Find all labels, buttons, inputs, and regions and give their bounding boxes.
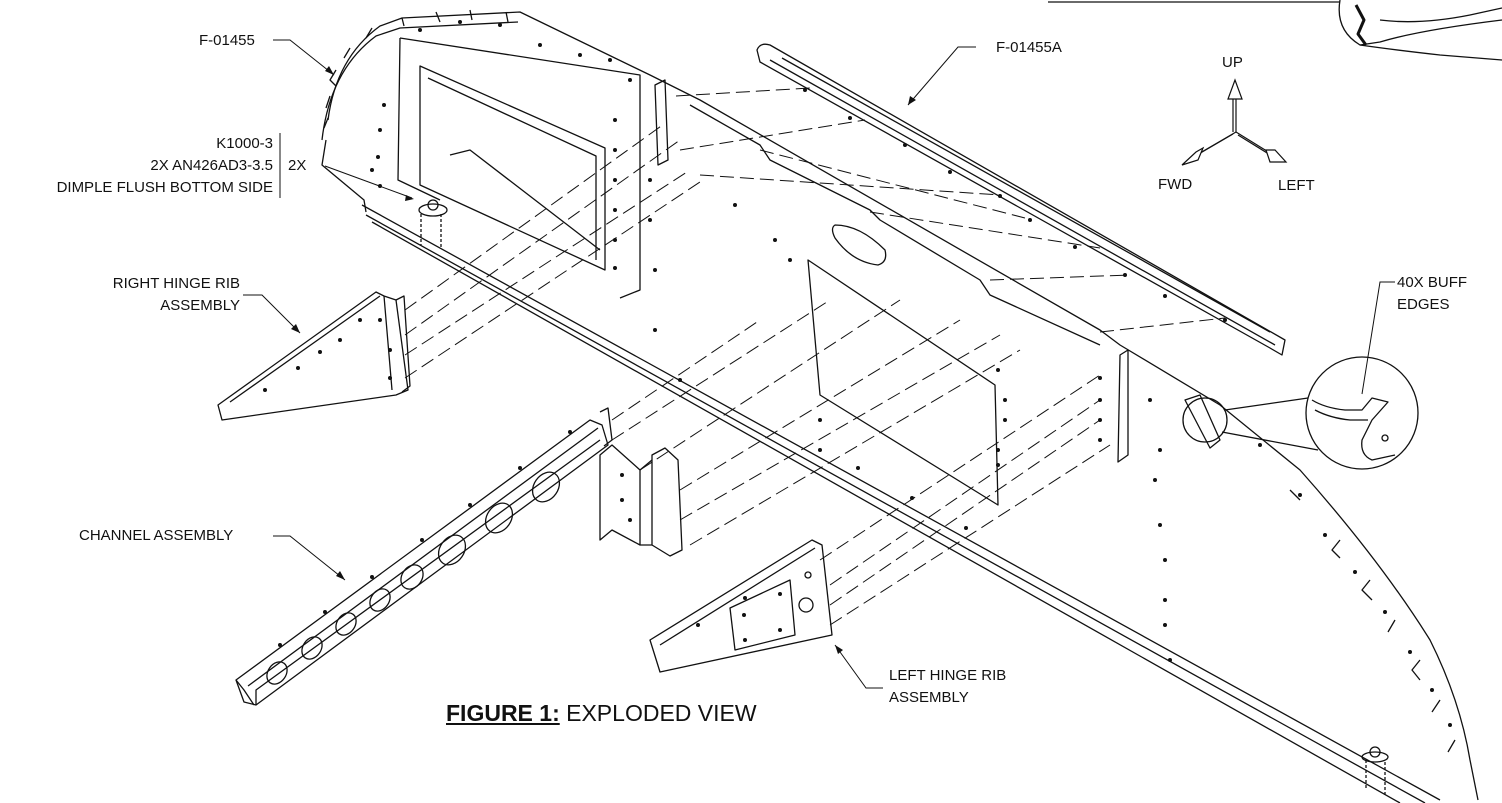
label-right-rib-line2: ASSEMBLY: [160, 297, 240, 314]
figure-caption: FIGURE 1: EXPLODED VIEW: [446, 700, 757, 727]
detail-callout: [1182, 356, 1419, 470]
label-f01455a: F-01455A: [996, 39, 1062, 56]
label-left-rib-line1: LEFT HINGE RIB: [889, 667, 1007, 684]
label-nutplate-qty: 2X: [288, 157, 307, 174]
axis-label-fwd: FWD: [1158, 176, 1193, 193]
label-nutplate-line3: DIMPLE FLUSH BOTTOM SIDE: [56, 179, 273, 196]
aircraft-inset: [1048, 0, 1502, 61]
left-hinge-rib: [649, 539, 833, 673]
label-buff-line1: 40X BUFF: [1397, 274, 1468, 291]
orientation-triad: [1181, 78, 1288, 166]
bulkhead-panel: [321, 9, 1479, 803]
label-buff-line2: EDGES: [1397, 296, 1450, 313]
rivet-holes: [263, 20, 1452, 727]
panel-top-flange: [654, 79, 1101, 346]
label-channel: CHANNEL ASSEMBLY: [79, 527, 234, 544]
figure-caption-title: EXPLODED VIEW: [566, 700, 757, 726]
channel-bracket: [599, 444, 683, 557]
right-window-cutout: [807, 259, 999, 506]
nutplate-lower: [1361, 746, 1389, 795]
leader-lines: [243, 39, 1395, 689]
label-nutplate-line2: 2X AN426AD3-3.5: [150, 157, 273, 174]
axis-label-up: UP: [1222, 54, 1243, 71]
assembly-lines: [404, 87, 1226, 626]
label-left-rib-line2: ASSEMBLY: [889, 689, 969, 706]
axis-label-left: LEFT: [1278, 177, 1315, 194]
angle-strip-f01455a: [756, 43, 1286, 356]
large-window-cutout: [397, 37, 641, 299]
label-right-rib-line1: RIGHT HINGE RIB: [112, 275, 240, 292]
figure-caption-prefix: FIGURE 1:: [446, 700, 560, 726]
oval-slot: [831, 224, 887, 266]
label-f01455: F-01455: [199, 32, 255, 49]
right-hinge-rib: [217, 291, 411, 421]
nutplate-upper: [418, 199, 448, 248]
label-nutplate-line1: K1000-3: [216, 135, 273, 152]
channel-assembly: [235, 407, 613, 706]
